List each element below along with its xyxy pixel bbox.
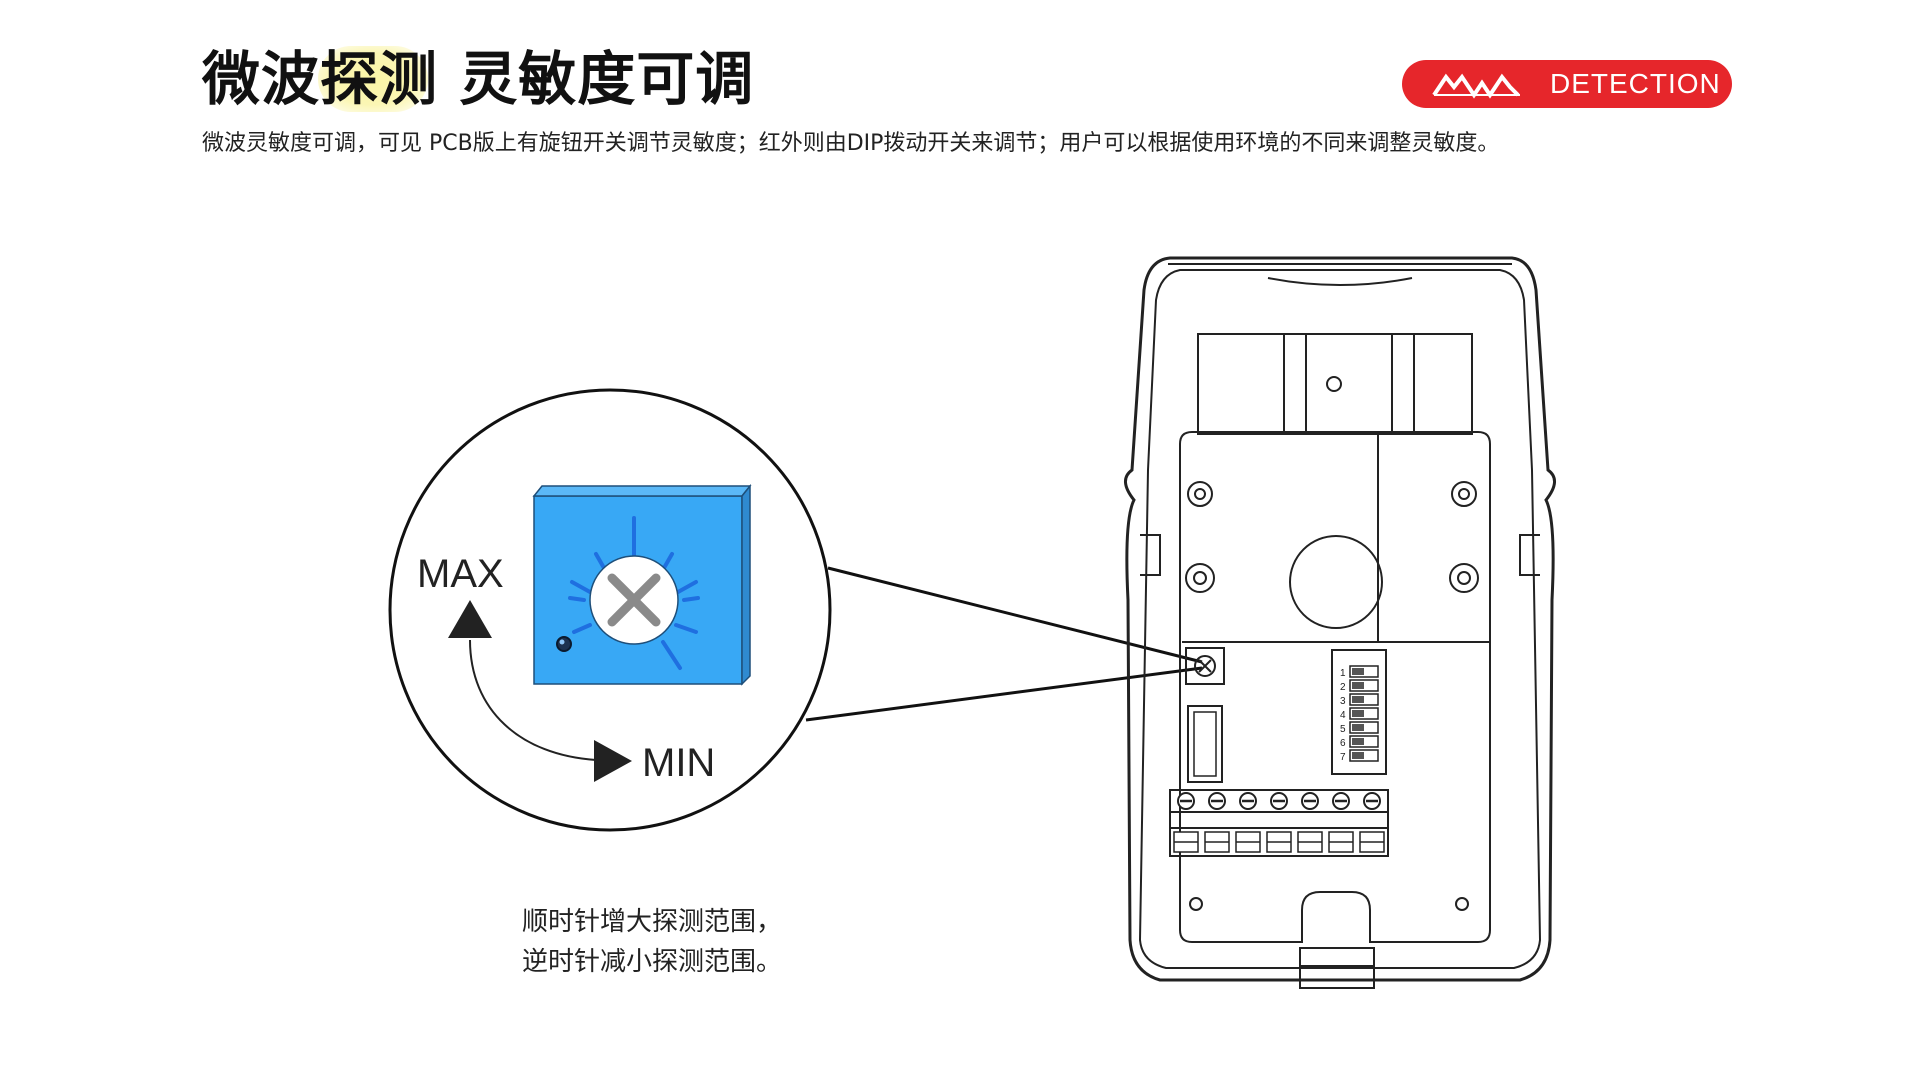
dip-toggle-knob bbox=[1352, 752, 1364, 759]
dip-toggle-knob bbox=[1352, 696, 1364, 703]
rotary-knob[interactable] bbox=[532, 483, 752, 686]
detection-badge: DETECTION bbox=[1402, 60, 1732, 108]
zoom-line-bottom bbox=[805, 666, 1203, 722]
page-title: 微波探测 灵敏度可调 bbox=[202, 45, 755, 113]
caption-line-1: 顺时针增大探测范围， bbox=[522, 907, 783, 937]
dip-toggle-knob bbox=[1352, 668, 1364, 675]
dip-toggle-knob bbox=[1352, 738, 1364, 745]
min-arrow-icon bbox=[594, 740, 632, 782]
dip-number: 3 bbox=[1340, 696, 1346, 707]
knob-x-mark-icon bbox=[607, 573, 661, 627]
dip-toggle-knob bbox=[1352, 710, 1364, 717]
terminal-block bbox=[1173, 792, 1385, 853]
caption: 顺时针增大探测范围， 逆时针减小探测范围。 bbox=[522, 902, 782, 982]
zoom-line-top bbox=[827, 566, 1203, 664]
dip-number: 4 bbox=[1340, 710, 1346, 721]
dip-toggle-knob bbox=[1352, 682, 1364, 689]
page-description: 微波灵敏度可调，可见 PCB版上有旋钮开关调节灵敏度；红外则由DIP拨动开关来调… bbox=[202, 131, 1500, 156]
max-label: MAX bbox=[417, 552, 504, 596]
min-label: MIN bbox=[642, 741, 715, 785]
max-arrow-icon bbox=[448, 600, 492, 638]
badge-label: DETECTION bbox=[1550, 68, 1721, 99]
caption-line-2: 逆时针减小探测范围。 bbox=[522, 947, 783, 977]
dip-number: 2 bbox=[1340, 682, 1346, 693]
dip-number: 5 bbox=[1340, 724, 1346, 735]
title-highlight bbox=[318, 46, 428, 112]
rotation-arc bbox=[469, 639, 597, 761]
dip-number: 1 bbox=[1340, 668, 1346, 679]
brand-wave-logo-icon bbox=[1432, 73, 1520, 99]
detector-device bbox=[1124, 256, 1556, 989]
knob-indicator-dot bbox=[556, 636, 572, 652]
dip-number: 6 bbox=[1340, 738, 1346, 749]
dip-number: 7 bbox=[1340, 752, 1346, 763]
dip-switch[interactable]: 1 2 3 4 5 6 7 bbox=[1340, 665, 1379, 763]
dip-toggle-knob bbox=[1352, 724, 1364, 731]
